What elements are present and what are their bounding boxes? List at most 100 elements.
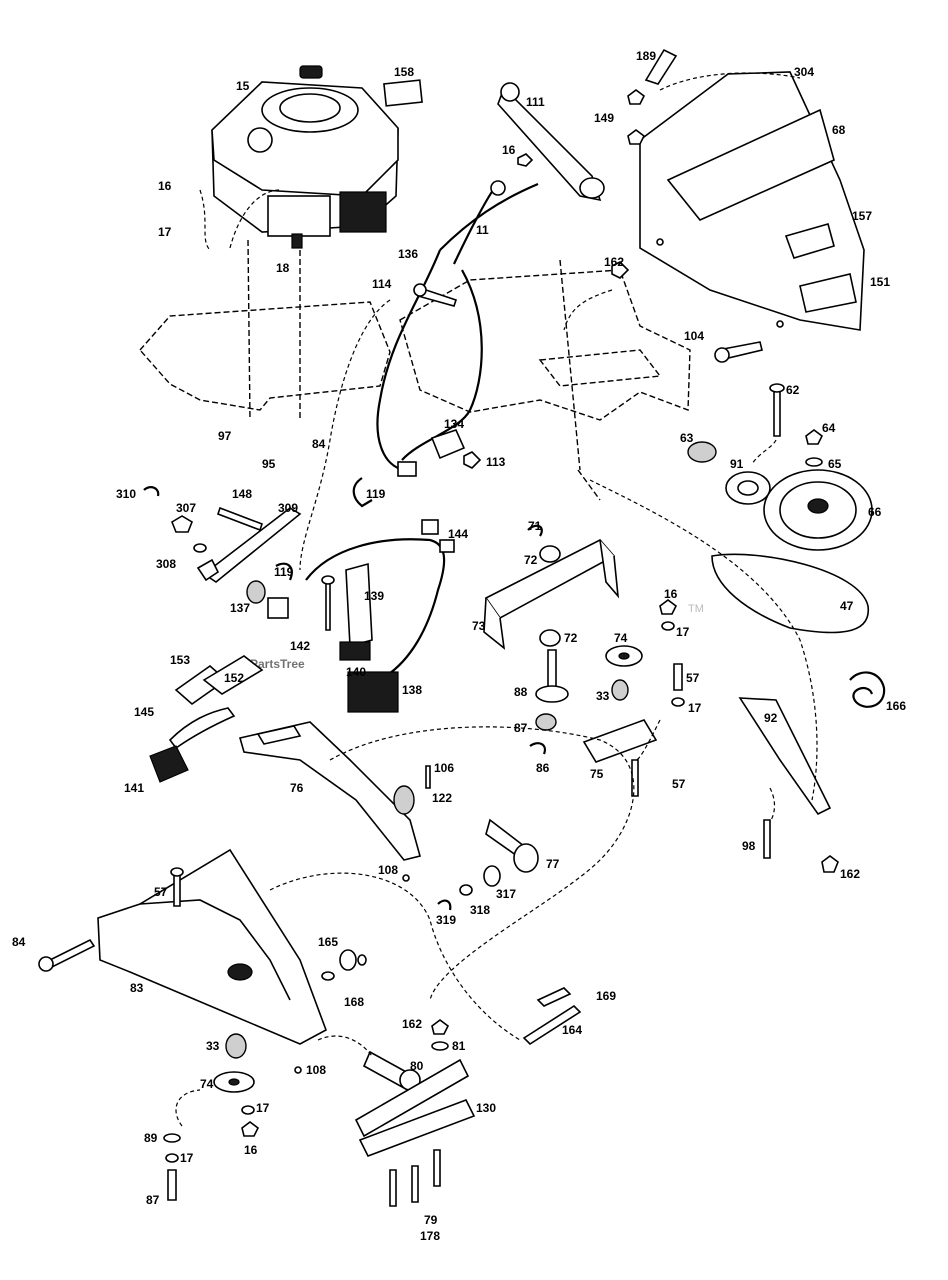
label-104: 104: [684, 329, 704, 343]
label-307: 307: [176, 501, 196, 515]
washer-65: [805, 457, 823, 467]
label-17a: 17: [158, 225, 172, 239]
label-16a: 16: [158, 179, 172, 193]
washer-17-left: [165, 1153, 179, 1163]
idler-arm-92: [738, 697, 832, 816]
label-16d: 16: [244, 1143, 258, 1157]
washer-308: [193, 543, 207, 553]
label-63: 63: [680, 431, 694, 445]
label-162a: 162: [604, 255, 624, 269]
label-108a: 108: [378, 863, 398, 877]
label-309: 309: [278, 501, 298, 515]
bolt-87-bottom: [167, 1169, 177, 1201]
label-139: 139: [364, 589, 384, 603]
label-114: 114: [372, 277, 392, 291]
bolt-178: [433, 1149, 441, 1187]
spring-165: [339, 949, 357, 971]
bolt-189: [644, 48, 678, 85]
pad-140: [339, 641, 371, 661]
cable-136: [401, 269, 483, 461]
clip-319: [437, 899, 452, 911]
label-92: 92: [764, 711, 778, 725]
switch-141: [149, 745, 189, 783]
label-119a: 119: [366, 487, 386, 501]
label-318: 318: [470, 903, 490, 917]
label-97: 97: [218, 429, 232, 443]
pin-108-center: [402, 874, 410, 882]
label-157: 157: [852, 209, 872, 223]
label-178: 178: [420, 1229, 440, 1243]
label-145: 145: [134, 705, 154, 719]
label-71: 71: [528, 519, 542, 533]
module-138: [347, 671, 399, 713]
bushing-72-lower: [539, 629, 561, 647]
label-108b: 108: [306, 1063, 326, 1077]
bolt-148: [216, 506, 264, 532]
label-169: 169: [596, 989, 616, 1003]
label-91: 91: [730, 457, 744, 471]
bushing-33-bottom: [225, 1033, 247, 1059]
chain-145: [168, 707, 236, 750]
label-15: 15: [236, 79, 250, 93]
label-134: 134: [444, 417, 464, 431]
label-17e: 17: [180, 1151, 194, 1165]
label-17d: 17: [256, 1101, 270, 1115]
label-87a: 87: [514, 721, 528, 735]
engine: [211, 65, 399, 249]
label-106a: 106: [434, 761, 454, 775]
label-16b: 16: [502, 143, 516, 157]
decal-158: [383, 79, 423, 107]
bolt-57-lower: [631, 759, 639, 797]
label-57a: 57: [686, 671, 700, 685]
frame-83: [97, 848, 327, 1045]
label-84b: 84: [12, 935, 26, 949]
label-16c: 16: [664, 587, 678, 601]
label-137: 137: [230, 601, 250, 615]
label-65: 65: [828, 457, 842, 471]
label-304: 304: [794, 65, 814, 79]
label-98: 98: [742, 839, 756, 853]
belt-cover-304: [639, 71, 865, 331]
washer-168: [321, 971, 335, 981]
label-62: 62: [786, 383, 800, 397]
label-72b: 72: [564, 631, 578, 645]
drag-link-111: [497, 82, 605, 202]
label-136: 136: [398, 247, 418, 261]
bolt-142: [325, 579, 331, 631]
label-68: 68: [832, 123, 846, 137]
washer-17-lower: [671, 697, 685, 707]
bolt-79-b: [411, 1165, 419, 1203]
bushing-137: [246, 580, 266, 604]
watermark-tm: TM: [688, 603, 704, 615]
label-162b: 162: [840, 867, 860, 881]
washer-17-bottom: [241, 1105, 255, 1115]
label-165: 165: [318, 935, 338, 949]
label-95: 95: [262, 457, 276, 471]
label-151: 151: [870, 275, 890, 289]
label-57c: 57: [154, 885, 168, 899]
label-76: 76: [290, 781, 304, 795]
label-73: 73: [472, 619, 486, 633]
bolt-62: [773, 389, 781, 437]
label-144: 144: [448, 527, 468, 541]
bushing-87-center: [535, 713, 557, 731]
label-86: 86: [536, 761, 550, 775]
label-83: 83: [130, 981, 144, 995]
label-141: 141: [124, 781, 144, 795]
nut-149b: [627, 129, 646, 145]
label-79: 79: [424, 1213, 438, 1227]
label-317: 317: [496, 887, 516, 901]
label-17c: 17: [688, 701, 702, 715]
label-164: 164: [562, 1023, 582, 1037]
connector-144a: [421, 519, 439, 535]
connector: [397, 461, 417, 477]
bushing-63: [687, 441, 717, 463]
label-87b: 87: [146, 1193, 160, 1207]
clip-71: [527, 524, 543, 537]
label-80: 80: [410, 1059, 424, 1073]
spindle-88: [547, 649, 557, 691]
nut-113: [463, 451, 482, 469]
nut-162-bottom: [431, 1019, 450, 1035]
label-111: 111: [526, 95, 545, 109]
bracket-139: [345, 562, 373, 648]
